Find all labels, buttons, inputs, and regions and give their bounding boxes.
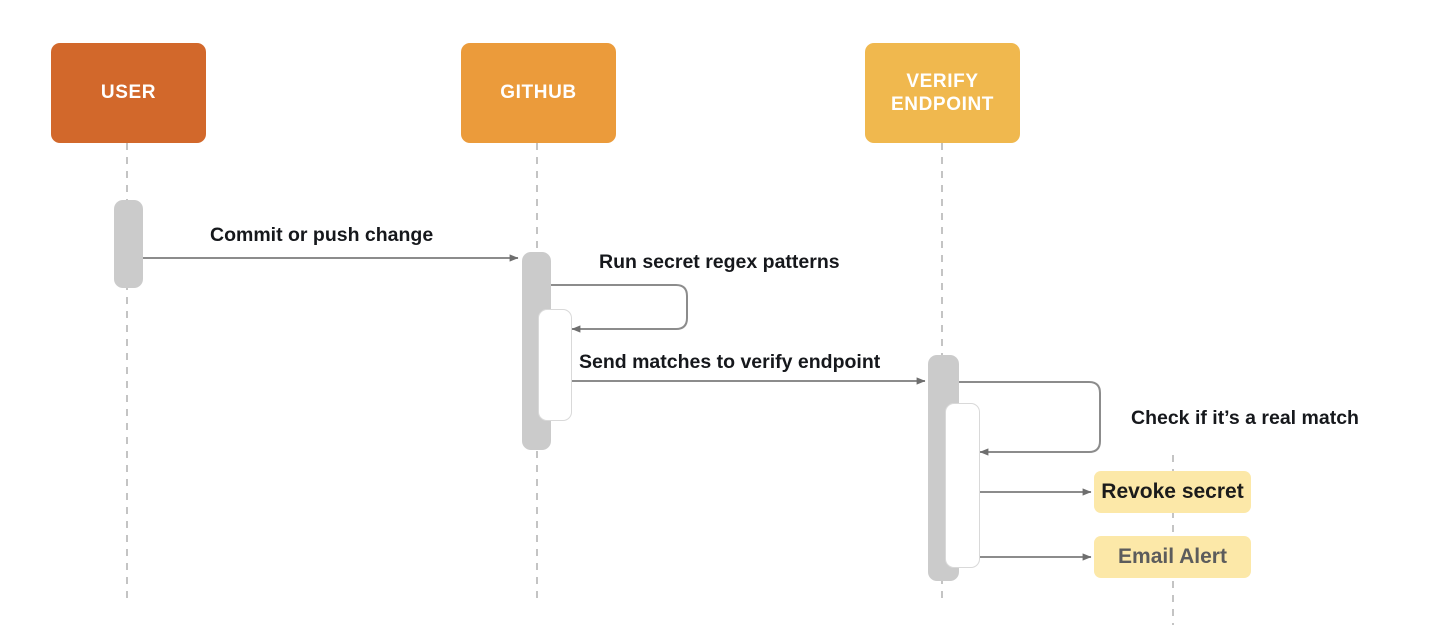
self-loop-check-real-match (959, 381, 1101, 456)
message-label-send-matches: Send matches to verify endpoint (576, 351, 884, 374)
message-arrows-group (143, 254, 1101, 561)
actor-box-user[interactable]: USER (51, 43, 206, 143)
result-box-revoke-secret[interactable]: Revoke secret (1094, 471, 1251, 513)
result-label-revoke-secret: Revoke secret (1101, 480, 1244, 503)
user-activation (114, 200, 143, 288)
lifelines-group (126, 143, 1174, 625)
result-box-email-alert[interactable]: Email Alert (1094, 536, 1251, 578)
actor-label-verify: VERIFY ENDPOINT (891, 70, 994, 115)
actor-label-github: GITHUB (500, 82, 577, 104)
actor-box-verify[interactable]: VERIFY ENDPOINT (865, 43, 1020, 143)
message-label-commit-or-push: Commit or push change (207, 224, 437, 247)
actor-label-user: USER (100, 82, 157, 104)
github-nested-activation (538, 309, 572, 421)
result-label-email-alert: Email Alert (1118, 545, 1227, 568)
self-loop-run-secret-regex (551, 284, 688, 333)
message-label-check-real-match: Check if it’s a real match (1128, 407, 1362, 430)
verify-nested-activation (945, 403, 980, 568)
message-label-run-secret-regex: Run secret regex patterns (596, 251, 843, 274)
actor-box-github[interactable]: GITHUB (461, 43, 616, 143)
